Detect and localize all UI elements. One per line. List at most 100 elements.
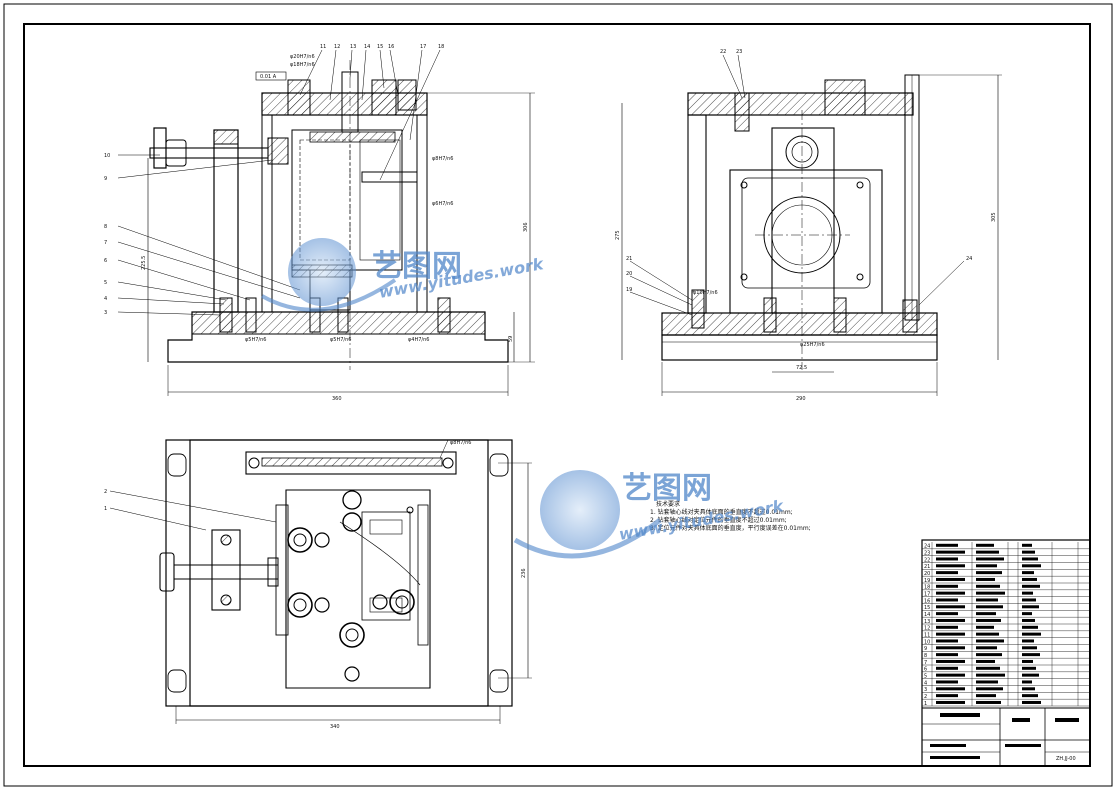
balloon-20: 20 <box>626 271 632 277</box>
tech-req-title: 技术要求 <box>656 500 680 508</box>
parts-row-name <box>976 687 1003 691</box>
dim-height-right: 305 <box>991 212 997 222</box>
parts-row-material <box>1022 639 1034 643</box>
dim-height-left: 225.5 <box>141 256 147 270</box>
parts-row-name <box>976 584 1000 588</box>
parts-row-name <box>976 571 1002 575</box>
dim-width: 290 <box>796 396 806 402</box>
parts-row-code <box>936 550 965 554</box>
parts-row-code <box>936 591 965 595</box>
balloon-16: 16 <box>388 44 394 50</box>
side-view-labels: 22 23 21 20 19 24 φ10H7/n6 φ25H7/n6 290 … <box>615 49 997 402</box>
parts-row-material <box>1022 680 1032 684</box>
parts-row-name <box>976 625 994 629</box>
parts-row-material <box>1022 612 1032 616</box>
parts-row-number: 10 <box>924 639 930 645</box>
parts-row-code <box>936 618 965 622</box>
parts-row-material <box>1022 618 1035 622</box>
parts-row-material <box>1022 632 1041 636</box>
parts-row-code <box>936 584 958 588</box>
watermark-brand: 艺图网 <box>622 471 712 506</box>
parts-row-material <box>1022 659 1033 663</box>
parts-row-material <box>1022 605 1039 609</box>
parts-row-code <box>936 673 965 677</box>
front-view <box>117 49 535 396</box>
parts-row-number: 5 <box>924 673 927 679</box>
parts-row-number: 11 <box>924 632 930 638</box>
balloon-24: 24 <box>966 256 972 262</box>
parts-row-number: 17 <box>924 591 930 597</box>
parts-row-material <box>1022 564 1041 568</box>
parts-row-name <box>976 632 999 636</box>
parts-row-code <box>936 605 965 609</box>
dim-width: 340 <box>330 724 340 730</box>
parts-row-code <box>936 694 958 698</box>
parts-row-name <box>976 680 998 684</box>
parts-row-number: 12 <box>924 626 930 632</box>
front-view-labels: 11 12 13 14 15 16 17 18 10 9 8 7 6 5 4 3… <box>104 44 529 402</box>
parts-row-number: 21 <box>924 564 930 570</box>
balloon-11: 11 <box>320 44 326 50</box>
parts-row-number: 13 <box>924 619 930 625</box>
parts-row-material <box>1022 571 1034 575</box>
parts-row-number: 14 <box>924 612 930 618</box>
parts-row-number: 7 <box>924 660 927 666</box>
fit-label: φ8H7/n6 <box>432 156 453 162</box>
balloon-15: 15 <box>377 44 383 50</box>
parts-row-name <box>976 653 1002 657</box>
parts-row-material <box>1022 591 1033 595</box>
dim-center: 72.5 <box>796 365 807 371</box>
dim-height-right: 306 <box>523 222 529 232</box>
parts-row-number: 23 <box>924 550 930 556</box>
parts-row-number: 20 <box>924 571 930 577</box>
parts-row-material <box>1022 550 1035 554</box>
parts-row-number: 15 <box>924 605 930 611</box>
fit-label: φ8H7/n6 <box>450 440 471 446</box>
parts-row-code <box>936 557 958 561</box>
parts-row-code <box>936 598 958 602</box>
parts-row-code <box>936 666 958 670</box>
parts-row-name <box>976 550 999 554</box>
parts-row-number: 4 <box>924 680 927 686</box>
parts-row-material <box>1022 673 1039 677</box>
parts-row-name <box>976 639 1004 643</box>
parts-row-name <box>976 557 1004 561</box>
parts-row-code <box>936 653 958 657</box>
parts-row-code <box>936 687 965 691</box>
parts-row-material <box>1022 543 1032 547</box>
parts-row-number: 18 <box>924 585 930 591</box>
parts-row-name <box>976 564 997 568</box>
parts-row-code <box>936 659 965 663</box>
parts-row-name <box>976 666 1000 670</box>
parts-row-number: 24 <box>924 544 930 550</box>
watermark-logo: 艺图网 www.yitudes.work <box>261 238 546 312</box>
balloon-18: 18 <box>438 44 444 50</box>
parts-row-name <box>976 612 996 616</box>
parts-row-number: 8 <box>924 653 927 659</box>
parts-row-number: 6 <box>924 667 927 673</box>
parts-row-name <box>976 543 994 547</box>
parts-row-material <box>1022 577 1037 581</box>
drawing-number: ZH.JJ-00 <box>1056 756 1076 762</box>
parts-row-material <box>1022 694 1038 698</box>
parts-row-material <box>1022 653 1040 657</box>
parts-row-material <box>1022 687 1035 691</box>
parts-row-number: 9 <box>924 646 927 652</box>
parts-row-material <box>1022 584 1040 588</box>
balloon-7: 7 <box>104 240 107 246</box>
parts-row-name <box>976 700 1001 704</box>
balloon-17: 17 <box>420 44 426 50</box>
parts-row-name <box>976 618 1001 622</box>
title-block: 242322212019181716151413121110987654321 … <box>921 539 1091 767</box>
parts-row-code <box>936 577 965 581</box>
fit-label: φ6H7/n6 <box>432 201 453 207</box>
parts-row-material <box>1022 700 1041 704</box>
balloon-9: 9 <box>104 176 107 182</box>
balloon-2: 2 <box>104 489 107 495</box>
parts-row-material <box>1022 598 1036 602</box>
fit-label: φ5H7/n6 <box>245 337 266 343</box>
parts-row-name <box>976 646 997 650</box>
dim-width: 360 <box>332 396 342 402</box>
parts-row-material <box>1022 625 1038 629</box>
